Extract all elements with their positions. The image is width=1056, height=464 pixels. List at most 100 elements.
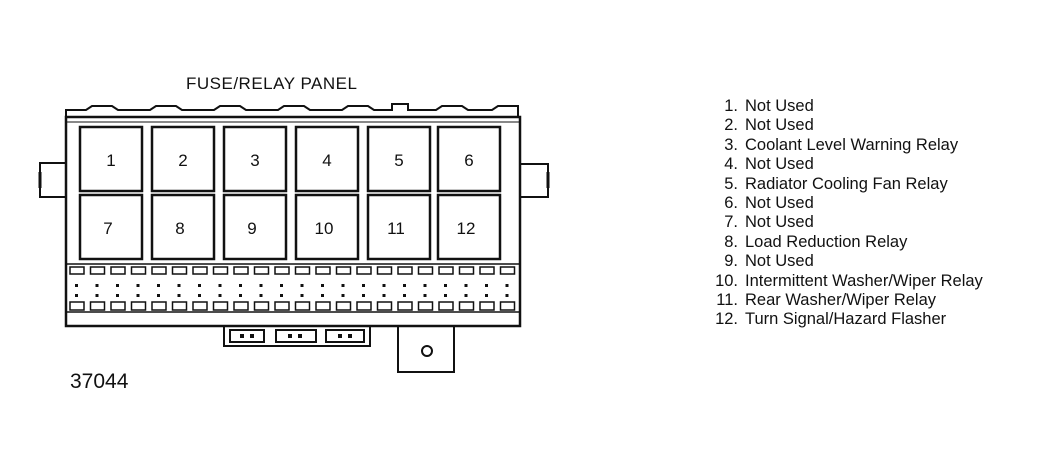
- fuse-bottom-terminal: [171, 301, 188, 311]
- relay-slot-9: 9: [222, 193, 288, 261]
- legend-item: 3. Coolant Level Warning Relay: [712, 136, 983, 155]
- relay-slot-11: 11: [366, 193, 432, 261]
- relay-slot-5: 5: [366, 125, 432, 193]
- fuse-bottom-terminal: [69, 301, 85, 311]
- fuse-bottom-terminal: [499, 301, 516, 311]
- legend-label: Coolant Level Warning Relay: [745, 135, 959, 154]
- relay-slot-12: 12: [436, 193, 502, 261]
- figure-id: 37044: [70, 370, 129, 393]
- bottom-connector-block: [223, 325, 371, 347]
- fuse-bottom-terminal: [151, 301, 167, 311]
- legend-number: 2.: [724, 116, 738, 135]
- legend-item: 8. Load Reduction Relay: [712, 233, 983, 252]
- left-mounting-tab: [39, 162, 66, 198]
- fuse-bottom-terminal: [212, 301, 229, 311]
- legend-label: Not Used: [745, 155, 814, 174]
- fuse-bottom-terminal: [130, 301, 147, 311]
- fuse-bottom-terminal: [356, 301, 372, 311]
- relay-number: 7: [103, 219, 112, 238]
- relay-slot-6: 6: [436, 125, 502, 193]
- relay-slot-8: 8: [150, 193, 216, 261]
- relay-number: 3: [250, 151, 259, 170]
- legend-item: 1. Not Used: [712, 97, 983, 116]
- legend-label: Not Used: [745, 97, 814, 115]
- fuse-bottom-terminal: [335, 301, 352, 311]
- top-clip-edge: [65, 103, 519, 117]
- panel-housing: [64, 115, 522, 328]
- fuse-bottom-terminal: [438, 301, 454, 311]
- fuse-bottom-terminal: [89, 301, 106, 311]
- fuse-top-terminal: [171, 266, 188, 275]
- fuse-top-terminal: [356, 266, 372, 275]
- legend-item: 12. Turn Signal/Hazard Flasher: [712, 310, 983, 329]
- right-mounting-tab: [520, 163, 549, 198]
- legend-label: Radiator Cooling Fan Relay: [745, 174, 948, 193]
- relay-number: 5: [394, 151, 403, 170]
- fuse-top-terminal: [479, 266, 495, 275]
- legend-item: 4. Not Used: [712, 155, 983, 174]
- relay-slot-2: 2: [150, 125, 216, 193]
- legend-number: 6.: [724, 194, 738, 213]
- fuse-top-terminal: [417, 266, 434, 275]
- legend-label: Rear Washer/Wiper Relay: [745, 291, 937, 310]
- relay-slot-3: 3: [222, 125, 288, 193]
- relay-number: 4: [322, 151, 331, 170]
- relay-legend: 1. Not Used 2. Not Used 3. Coolant Level Warn…: [712, 97, 983, 330]
- fuse-bottom-terminal: [458, 301, 475, 311]
- legend-label: Intermittent Washer/Wiper Relay: [745, 271, 983, 290]
- legend-number: 8.: [724, 232, 738, 251]
- fuse-top-terminal: [397, 266, 413, 275]
- relay-slot-4: 4: [294, 125, 360, 193]
- legend-label: Not Used: [745, 213, 814, 232]
- legend-number: 3.: [724, 135, 738, 154]
- legend-number: 12.: [715, 310, 738, 329]
- legend-number: 1.: [724, 97, 738, 115]
- relay-number: 12: [457, 219, 476, 238]
- legend-item: 11. Rear Washer/Wiper Relay: [712, 291, 983, 310]
- fuse-bottom-terminal: [397, 301, 413, 311]
- legend-number: 4.: [724, 155, 738, 174]
- legend-label: Load Reduction Relay: [745, 232, 908, 251]
- fuse-bottom-terminal: [479, 301, 495, 311]
- fuse-bottom-terminal: [376, 301, 393, 311]
- legend-item: 6. Not Used: [712, 194, 983, 213]
- relay-number: 1: [106, 151, 115, 170]
- relay-slot-7: 7: [78, 193, 144, 261]
- fuse-top-terminal: [335, 266, 352, 275]
- fuse-top-terminal: [151, 266, 167, 275]
- relay-number: 6: [464, 151, 473, 170]
- relay-slot-10: 10: [294, 193, 360, 261]
- legend-label: Not Used: [745, 252, 814, 271]
- fuse-top-terminal: [438, 266, 454, 275]
- legend-label: Not Used: [745, 194, 814, 213]
- fuse-top-terminal: [192, 266, 208, 275]
- fuse-top-terminal: [376, 266, 393, 275]
- legend-item: 2. Not Used: [712, 116, 983, 135]
- fuse-bottom-terminal: [253, 301, 270, 311]
- legend-label: Turn Signal/Hazard Flasher: [745, 310, 947, 329]
- fuse-top-terminal: [458, 266, 475, 275]
- relay-number: 11: [387, 219, 405, 238]
- fuse-top-terminal: [315, 266, 331, 275]
- relay-number: 2: [178, 151, 187, 170]
- fuse-top-terminal: [110, 266, 126, 275]
- relay-number: 8: [175, 219, 184, 238]
- fuse-top-terminal: [69, 266, 85, 275]
- legend-number: 7.: [724, 213, 738, 232]
- fuse-top-terminal: [89, 266, 106, 275]
- fuse-bottom-terminal: [192, 301, 208, 311]
- legend-label: Not Used: [745, 116, 814, 135]
- legend-item: 5. Radiator Cooling Fan Relay: [712, 175, 983, 194]
- legend-item: 7. Not Used: [712, 213, 983, 232]
- legend-number: 5.: [724, 174, 738, 193]
- relay-number: 10: [315, 219, 334, 238]
- legend-number: 9.: [724, 252, 738, 271]
- fuse-top-terminal: [233, 266, 249, 275]
- fuse-top-terminal: [499, 266, 516, 275]
- fuse-top-terminal: [294, 266, 311, 275]
- legend-number: 11.: [716, 291, 738, 310]
- legend-item: 10.Intermittent Washer/Wiper Relay: [712, 272, 983, 291]
- fuse-bottom-terminal: [417, 301, 434, 311]
- fuse-bottom-terminal: [274, 301, 290, 311]
